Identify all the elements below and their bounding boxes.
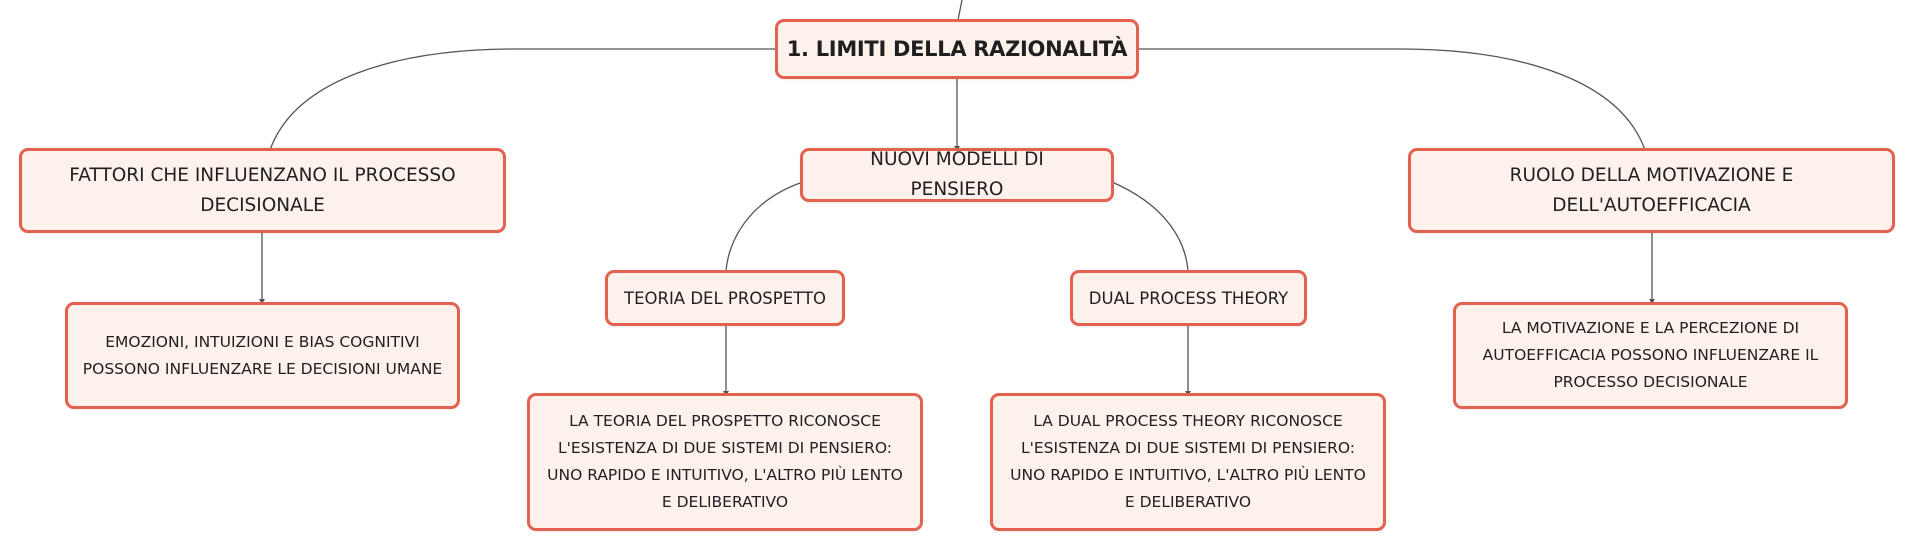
subbranch-node-dual-process-label: DUAL PROCESS THEORY [1088,288,1289,308]
connector-root-parent [957,0,963,21]
connector-center-dual [1111,181,1189,273]
root-node-label: 1. LIMITI DELLA RAZIONALITÀ [786,37,1128,61]
detail-node-teoria-prospetto[interactable]: LA TEORIA DEL PROSPETTO RICONOSCE L'ESIS… [527,393,923,531]
subbranch-node-dual-process[interactable]: DUAL PROCESS THEORY [1070,270,1307,326]
arrowhead-right-detail [1649,299,1655,304]
detail-node-fattori-text: EMOZIONI, INTUIZIONI E BIAS COGNITIVI PO… [82,332,443,378]
detail-node-dual-process-text: LA DUAL PROCESS THEORY RICONOSCE L'ESIST… [1010,412,1366,511]
subbranch-node-teoria-prospetto[interactable]: TEORIA DEL PROSPETTO [605,270,845,326]
branch-node-ruolo-motivazione-label: RUOLO DELLA MOTIVAZIONE E DELL'AUTOEFFIC… [1509,164,1794,216]
detail-node-teoria-prospetto-text: LA TEORIA DEL PROSPETTO RICONOSCE L'ESIS… [547,412,903,511]
root-node[interactable]: 1. LIMITI DELLA RAZIONALITÀ [775,19,1139,79]
detail-node-fattori[interactable]: EMOZIONI, INTUIZIONI E BIAS COGNITIVI PO… [65,302,460,409]
connector-root-right [1137,48,1646,151]
branch-node-fattori[interactable]: FATTORI CHE INFLUENZANO IL PROCESSO DECI… [19,148,506,233]
branch-node-ruolo-motivazione[interactable]: RUOLO DELLA MOTIVAZIONE E DELL'AUTOEFFIC… [1408,148,1895,233]
branch-node-nuovi-modelli-label: NUOVI MODELLI DI PENSIERO [870,149,1044,200]
detail-node-ruolo-motivazione-text: LA MOTIVAZIONE E LA PERCEZIONE DI AUTOEF… [1482,319,1819,391]
branch-node-nuovi-modelli[interactable]: NUOVI MODELLI DI PENSIERO [800,148,1114,202]
connector-center-prospetto [725,181,804,273]
subbranch-node-teoria-prospetto-label: TEORIA DEL PROSPETTO [623,288,827,308]
arrowhead-left-detail [259,299,265,304]
branch-node-fattori-label: FATTORI CHE INFLUENZANO IL PROCESSO DECI… [69,164,456,216]
detail-node-dual-process[interactable]: LA DUAL PROCESS THEORY RICONOSCE L'ESIST… [990,393,1386,531]
detail-node-ruolo-motivazione[interactable]: LA MOTIVAZIONE E LA PERCEZIONE DI AUTOEF… [1453,302,1848,409]
connector-root-left [269,48,776,151]
